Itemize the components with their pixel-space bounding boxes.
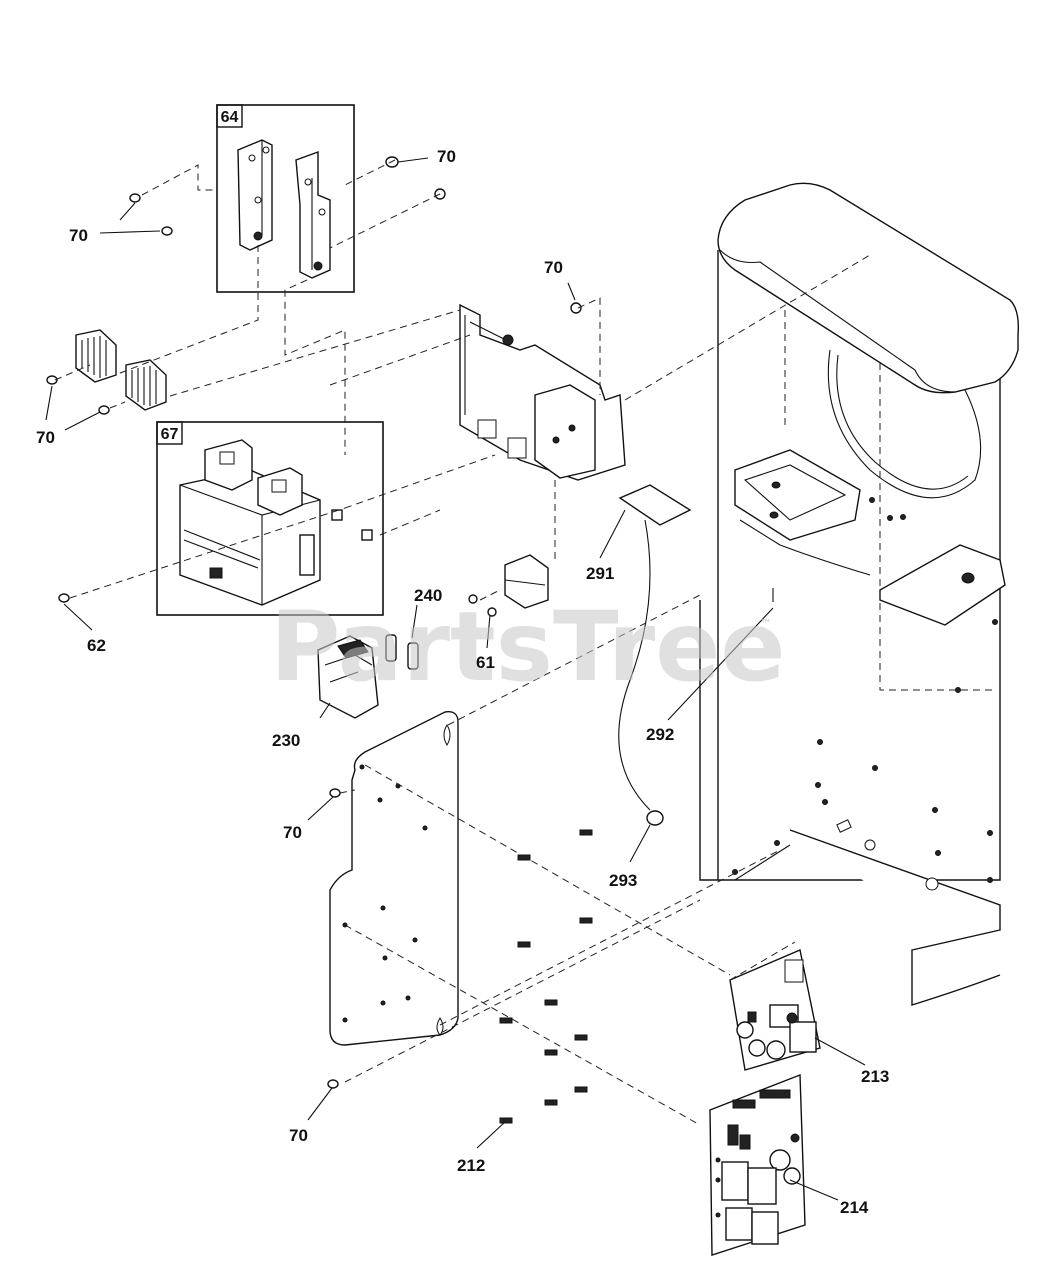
watermark-text: PartsTree [270,591,785,703]
callout-212: 212 [457,1156,485,1175]
screw-62 [58,593,70,603]
box-67-label: 67 [161,426,179,443]
part-box-64: 64 [216,104,355,293]
part-box-67: 67 [156,421,384,616]
callout-70-mid: 70 [544,258,563,277]
bus-bar-right [295,151,331,279]
callout-214: 214 [840,1198,869,1217]
callout-61: 61 [476,653,495,672]
fuses-240 [385,634,419,670]
circuit-board-213 [729,949,821,1071]
callout-240: 240 [414,586,442,605]
panel-plate [327,711,459,1089]
callout-70-top-left: 70 [69,226,88,245]
callout-70-plate-top: 70 [283,823,302,842]
callout-291: 291 [586,564,614,583]
callout-213: 213 [861,1067,889,1086]
callout-62: 62 [87,636,106,655]
fuse-holder-230 [317,635,379,719]
assembly-lines [54,159,871,1126]
enclosure-housing [699,182,1020,1006]
callout-230: 230 [272,731,300,750]
leader-lines [45,157,866,1201]
callout-labels: 70 70 70 70 62 240 61 291 230 292 70 293… [36,147,889,1217]
box-64-label: 64 [221,109,239,126]
watermark-tm: ™ [760,617,772,631]
bus-bar-left [237,139,273,251]
standoffs-212 [499,829,593,1124]
clip-bracket-61 [468,554,549,617]
heat-sinks [46,329,167,415]
callout-293: 293 [609,871,637,890]
callout-70-top-right: 70 [437,147,456,166]
contactor-body [179,439,321,606]
mounting-bracket [459,302,626,481]
ground-wire-harness [618,484,692,826]
screw-70-set-top [129,156,446,236]
callout-70-plate-bottom: 70 [289,1126,308,1145]
enclosure-holes [732,497,998,891]
callout-70-left: 70 [36,428,55,447]
callout-292: 292 [646,725,674,744]
circuit-board-214 [709,1073,806,1256]
